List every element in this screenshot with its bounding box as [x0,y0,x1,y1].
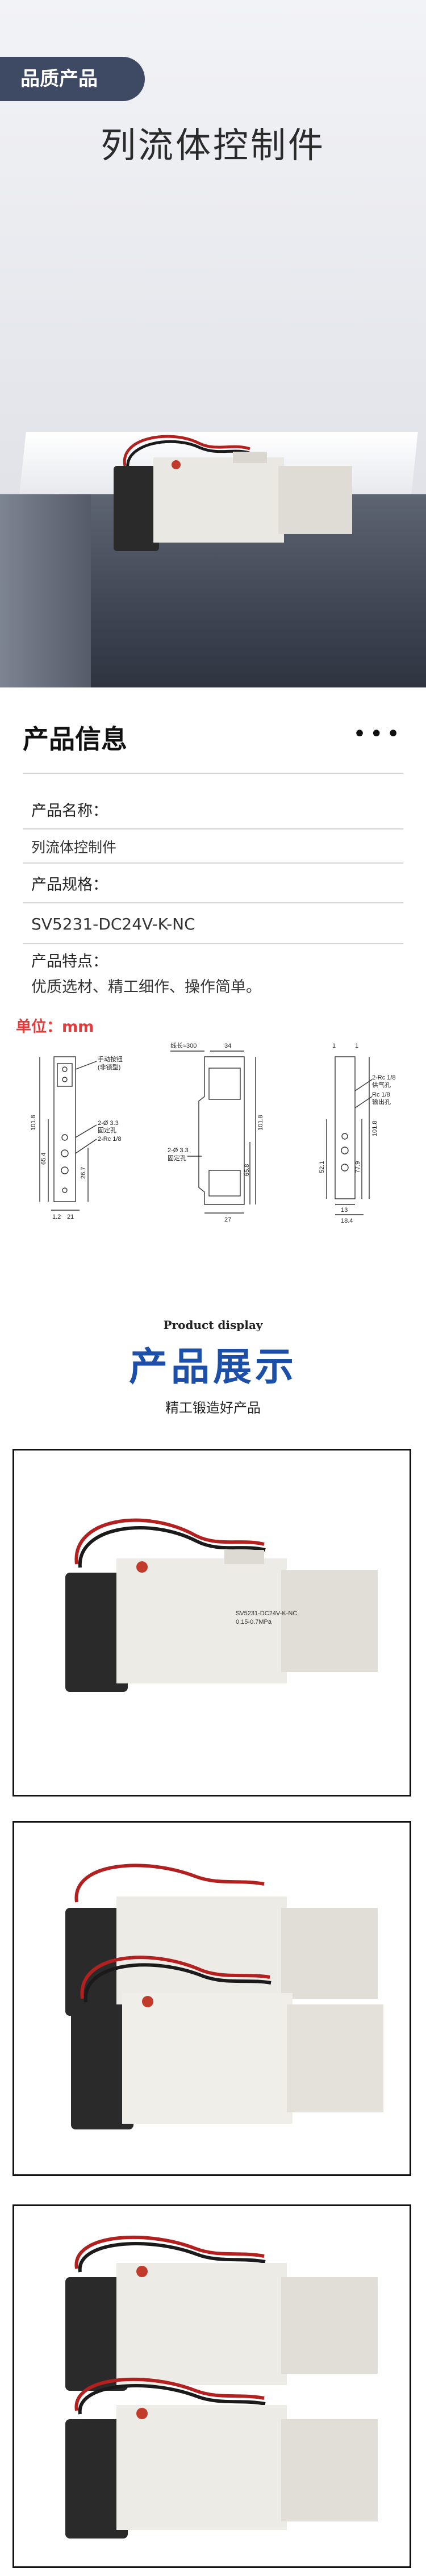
pedestal-side [0,494,91,687]
dim-h654: 65.4 [40,1153,47,1165]
name-value: 列流体控制件 [31,839,117,856]
name-label: 产品名称： [31,802,108,820]
display-en-label: Product display [163,1318,263,1332]
product-photo-frame-1: SV5231-DC24V-K-NC 0.15-0.7MPa [12,1449,411,1796]
label-mount: 2-Ø 3.3 [98,1120,119,1127]
valve-photo-1: SV5231-DC24V-K-NC 0.15-0.7MPa [65,1518,378,1692]
more-dots-icon: ••• [353,721,403,747]
valve-photo-2 [65,1864,383,2129]
label-mount2: 固定孔 [98,1126,116,1134]
dim-h658: 65.8 [244,1164,250,1176]
dim-w184: 18.4 [341,1218,353,1224]
valve-label-2: 0.15-0.7MPa [236,1619,272,1625]
spec-value: SV5231-DC24V-K-NC [31,915,195,933]
display-subtitle: 精工锻造好产品 [165,1400,261,1416]
feature-label: 产品特点： [31,953,108,970]
divider [23,943,403,944]
valve-label-1: SV5231-DC24V-K-NC [236,1610,297,1617]
label-rc18: Rc 1/8 [372,1091,390,1098]
label-mount-b2: 固定孔 [168,1154,186,1162]
dim-w1b: 1 [355,1043,358,1049]
unit-label: 单位：mm [16,1018,94,1036]
label-port-c: 2-Rc 1/8 [372,1074,396,1081]
dim-h1018b: 101.8 [257,1115,264,1131]
dim-w27: 27 [224,1216,231,1223]
hero-title: 列流体控制件 [100,124,325,166]
valve-product-image [114,435,352,551]
feature-value: 优质选材、精工细作、操作简单。 [31,978,261,996]
dim-h521: 52.1 [319,1161,325,1173]
spec-label: 产品规格： [31,876,108,894]
label-rc18b: 输出孔 [372,1098,391,1106]
label-port-c2: 供气孔 [372,1081,391,1089]
dim-wire: 线长≈300 [170,1041,197,1049]
dim-w1: 1 [332,1043,336,1049]
divider [23,828,403,830]
valve-photo-3 [65,2235,378,2539]
divider [23,862,403,864]
display-title: 产品展示 [128,1345,297,1390]
label-manual2: (非锁型) [98,1063,120,1071]
dim-h1018: 101.8 [30,1115,37,1131]
product-photo-frame-2 [12,1821,411,2176]
product-info-section: 产品信息 ••• 产品名称： 列流体控制件 产品规格： SV5231-DC24V… [0,687,426,1008]
quality-badge: 品质产品 [0,57,145,101]
product-photo-frame-3 [12,2204,411,2568]
dimension-drawing: 手动按钮 (非锁型) 2-Ø 3.3 固定孔 2-Rc 1/8 101.8 65… [30,1041,396,1224]
hero-banner: 品质产品 列流体控制件 [0,0,426,687]
label-manual: 手动按钮 [98,1055,123,1063]
divider [23,902,403,903]
divider [23,773,403,774]
dim-w13: 13 [341,1207,348,1214]
dim-h267: 26.7 [80,1167,87,1179]
dim-h1018c: 101.8 [371,1120,378,1136]
dim-w34: 34 [224,1043,231,1049]
dim-d12: 1.2 [52,1214,61,1220]
dim-d21: 21 [67,1214,74,1220]
label-mount-b: 2-Ø 3.3 [168,1147,189,1154]
info-heading: 产品信息 [23,724,127,755]
dim-h779: 77.9 [354,1161,361,1173]
label-port: 2-Rc 1/8 [98,1136,122,1143]
